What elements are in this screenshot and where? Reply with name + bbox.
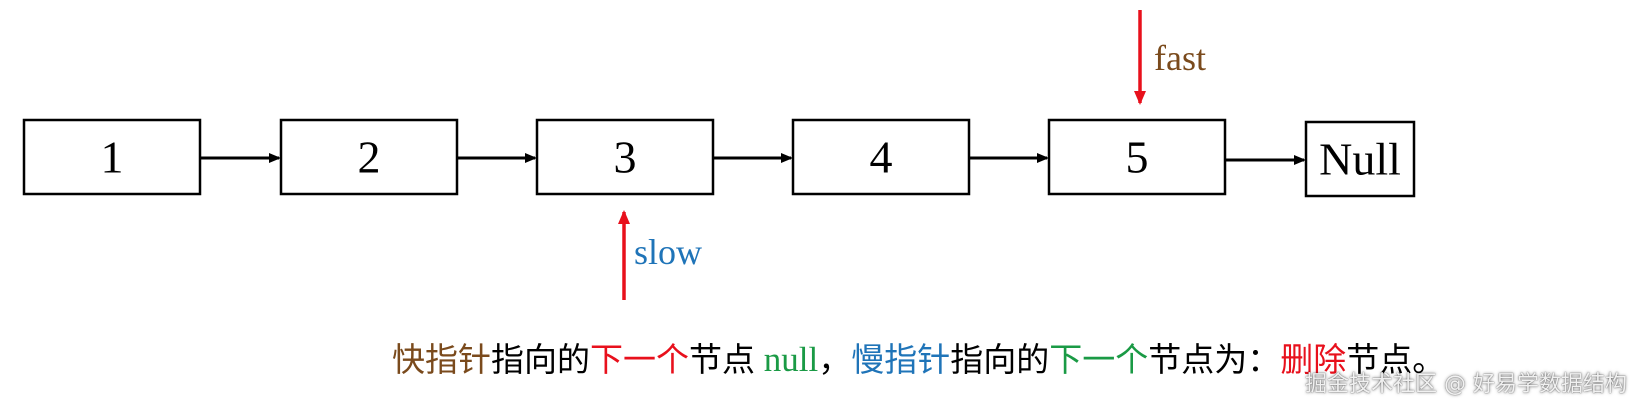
caption-fast-pointer: 快指针 xyxy=(392,340,491,379)
node-2: 2 xyxy=(279,118,459,196)
caption-comma: ， xyxy=(818,340,852,379)
node-2-box xyxy=(279,118,459,196)
watermark: 掘金技术社区 @ 好易学数据结构 xyxy=(1305,372,1627,397)
caption-node-is: 节点为： xyxy=(1148,340,1281,379)
caption-node-end: 节点。 xyxy=(1346,340,1446,379)
node-1-label: 1 xyxy=(101,132,124,183)
node-5-label: 5 xyxy=(1126,132,1149,183)
caption-points-to-1: 指向的 xyxy=(491,340,590,379)
null-node-label: Null xyxy=(1319,134,1401,185)
caption-next-one-2: 下一个 xyxy=(1049,340,1149,379)
node-4-label: 4 xyxy=(870,132,893,183)
caption-slow-pointer: 慢指针 xyxy=(851,340,951,379)
fast-pointer-label: fast xyxy=(1154,38,1206,78)
node-2-label: 2 xyxy=(358,132,381,183)
caption-points-to-2: 指向的 xyxy=(950,340,1050,379)
caption-null-word: null xyxy=(755,340,819,379)
node-1-box xyxy=(22,118,202,196)
node-3-box xyxy=(535,118,715,196)
explanation-caption: 快指针指向的下一个节点 null，慢指针指向的下一个节点为：删除节点。 xyxy=(392,338,1445,382)
node-5: 5 xyxy=(1047,118,1227,196)
node-1: 1 xyxy=(22,118,202,196)
slow-pointer-label: slow xyxy=(634,232,702,272)
node-3: 3 xyxy=(535,118,715,196)
node-4: 4 xyxy=(791,118,971,196)
caption-node-1: 节点 xyxy=(689,340,755,379)
caption-next-one-1: 下一个 xyxy=(590,340,689,379)
caption-delete: 删除 xyxy=(1280,340,1347,379)
null-node-box xyxy=(1304,120,1416,198)
node-3-label: 3 xyxy=(614,132,637,183)
node-5-box xyxy=(1047,118,1227,196)
null-node: Null xyxy=(1304,120,1416,198)
